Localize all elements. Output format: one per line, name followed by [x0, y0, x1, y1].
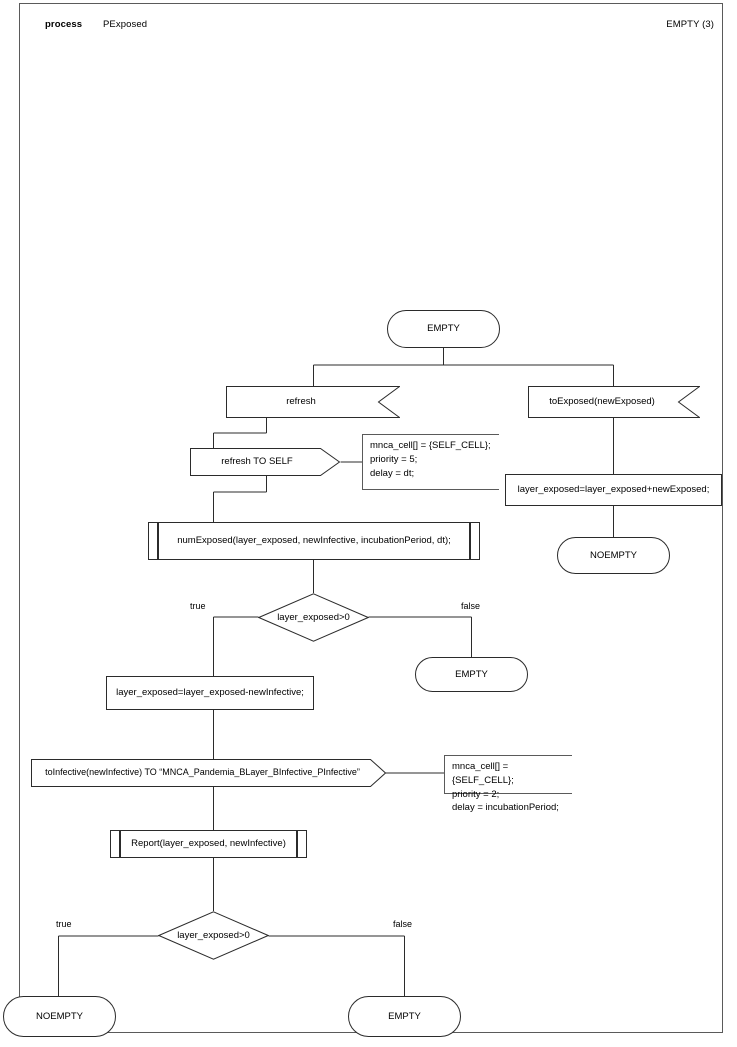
comment-toinfective-params: mnca_cell[] = {SELF_CELL}; priority = 2;… [444, 755, 572, 813]
task-add-exposed[interactable]: layer_exposed=layer_exposed+newExposed; [505, 474, 722, 506]
procedure-call-report-label: Report(layer_exposed, newInfective) [131, 838, 286, 850]
decision-layer-exposed-bottom-label: layer_exposed>0 [177, 929, 250, 941]
output-signal-toinfective[interactable]: toInfective(newInfective) TO “MNCA_Pande… [31, 759, 386, 787]
procedure-call-numexposed[interactable]: numExposed(layer_exposed, newInfective, … [148, 522, 480, 560]
state-empty-bottom-label: EMPTY [388, 1010, 421, 1022]
branch-label-top-false: false [461, 601, 481, 611]
branch-label-bottom-true: true [56, 919, 72, 929]
procedure-call-report[interactable]: Report(layer_exposed, newInfective) [110, 830, 307, 858]
branch-label-bottom-false: false [393, 919, 413, 929]
output-signal-toinfective-label: toInfective(newInfective) TO “MNCA_Pande… [45, 767, 360, 778]
branch-label-top-true: true [190, 601, 206, 611]
output-signal-shape [190, 448, 340, 476]
state-empty-bottom[interactable]: EMPTY [348, 996, 461, 1037]
input-signal-shape [226, 386, 400, 418]
decision-layer-exposed-top[interactable]: layer_exposed>0 [258, 593, 369, 642]
decision-diamond-shape [158, 911, 269, 960]
state-noempty-bottom[interactable]: NOEMPTY [3, 996, 116, 1037]
state-empty-start[interactable]: EMPTY [387, 310, 500, 348]
input-signal-shape [528, 386, 700, 418]
comment-refresh-params: mnca_cell[] = {SELF_CELL}; priority = 5;… [362, 434, 499, 490]
input-signal-toexposed[interactable]: toExposed(newExposed) [528, 386, 700, 418]
header-keyword: process [45, 19, 83, 30]
task-subtract-infective[interactable]: layer_exposed=layer_exposed-newInfective… [106, 676, 314, 710]
output-signal-refresh-to-self-label: refresh TO SELF [221, 456, 293, 468]
input-signal-refresh-label: refresh [286, 396, 316, 408]
header-process-name: PExposed [103, 19, 148, 30]
state-empty-middle-label: EMPTY [455, 668, 488, 680]
state-noempty-right[interactable]: NOEMPTY [557, 537, 670, 574]
output-signal-shape [31, 759, 386, 787]
state-noempty-right-label: NOEMPTY [590, 549, 637, 561]
decision-layer-exposed-top-label: layer_exposed>0 [277, 611, 350, 623]
input-signal-toexposed-label: toExposed(newExposed) [549, 396, 655, 408]
decision-layer-exposed-bottom[interactable]: layer_exposed>0 [158, 911, 269, 960]
state-empty-middle[interactable]: EMPTY [415, 657, 528, 692]
procedure-call-numexposed-label: numExposed(layer_exposed, newInfective, … [177, 535, 451, 547]
state-empty-start-label: EMPTY [427, 323, 460, 335]
task-add-exposed-label: layer_exposed=layer_exposed+newExposed; [517, 484, 710, 496]
process-frame [19, 3, 723, 1033]
state-noempty-bottom-label: NOEMPTY [36, 1010, 83, 1022]
task-subtract-infective-label: layer_exposed=layer_exposed-newInfective… [116, 687, 304, 699]
decision-diamond-shape [258, 593, 369, 642]
header-page-label: EMPTY (3) [666, 19, 714, 30]
input-signal-refresh[interactable]: refresh [226, 386, 400, 418]
output-signal-refresh-to-self[interactable]: refresh TO SELF [190, 448, 340, 476]
